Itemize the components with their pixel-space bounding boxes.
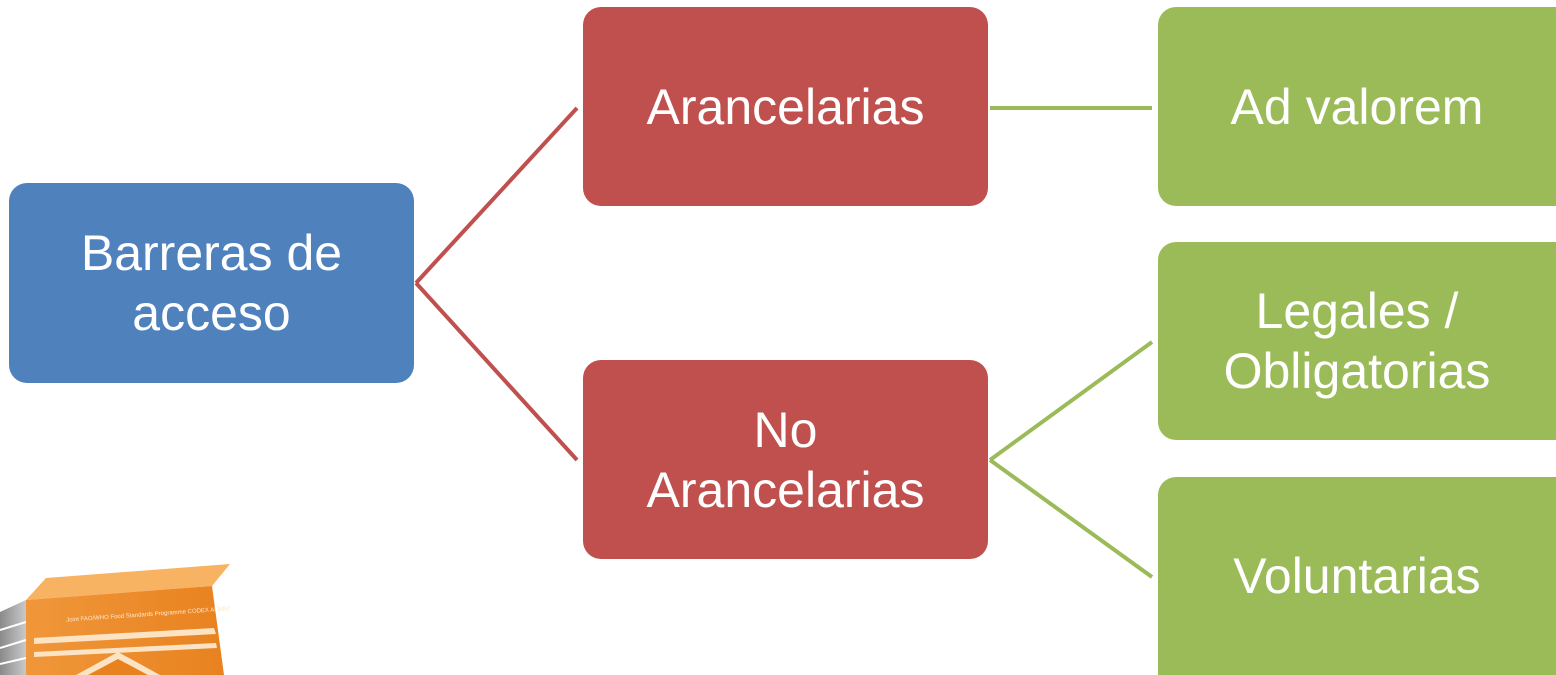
connector-no-arancelarias-voluntarias [988, 458, 1154, 579]
node-voluntarias: Voluntarias [1158, 477, 1556, 675]
node-no-arancelarias: No Arancelarias [583, 360, 988, 559]
codex-book-image: Joint FAO/WHO Food Standards Programme C… [0, 564, 230, 675]
node-arancelarias: Arancelarias [583, 7, 988, 206]
connector-no-arancelarias-legales [988, 340, 1154, 462]
node-ad-valorem: Ad valorem [1158, 7, 1556, 206]
connector-root-arancelarias [414, 106, 579, 285]
node-legales-obligatorias: Legales / Obligatorias [1158, 242, 1556, 440]
node-barreras-de-acceso: Barreras de acceso [9, 183, 414, 383]
connector-root-no-arancelarias [414, 281, 579, 462]
